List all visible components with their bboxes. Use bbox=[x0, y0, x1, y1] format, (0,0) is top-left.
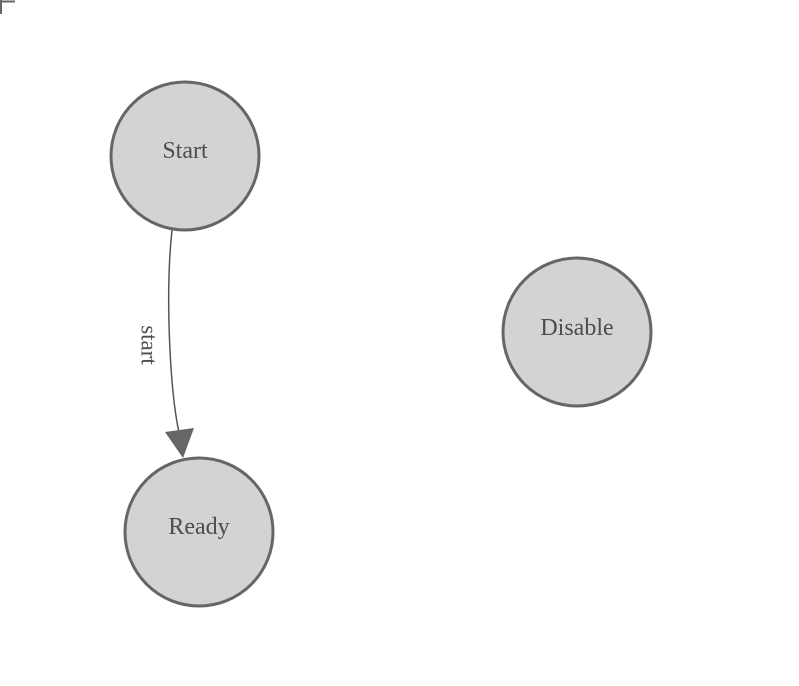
edge-label-start: start bbox=[137, 325, 162, 365]
node-disable-circle[interactable] bbox=[501, 256, 653, 408]
edge-arrowhead-icon bbox=[165, 428, 194, 458]
node-ready-label: Ready bbox=[168, 514, 229, 540]
node-disable[interactable]: Disable bbox=[501, 256, 653, 408]
node-ready-circle[interactable] bbox=[123, 456, 275, 608]
edge-path bbox=[167, 229, 181, 438]
edge-start-to-ready: start bbox=[137, 229, 194, 458]
node-start-circle[interactable] bbox=[109, 80, 261, 232]
node-start-label: Start bbox=[162, 138, 208, 164]
node-ready[interactable]: Ready bbox=[123, 456, 275, 608]
node-start[interactable]: Start bbox=[109, 80, 261, 232]
node-disable-label: Disable bbox=[540, 315, 613, 341]
canvas-corner-mark bbox=[0, 0, 15, 14]
